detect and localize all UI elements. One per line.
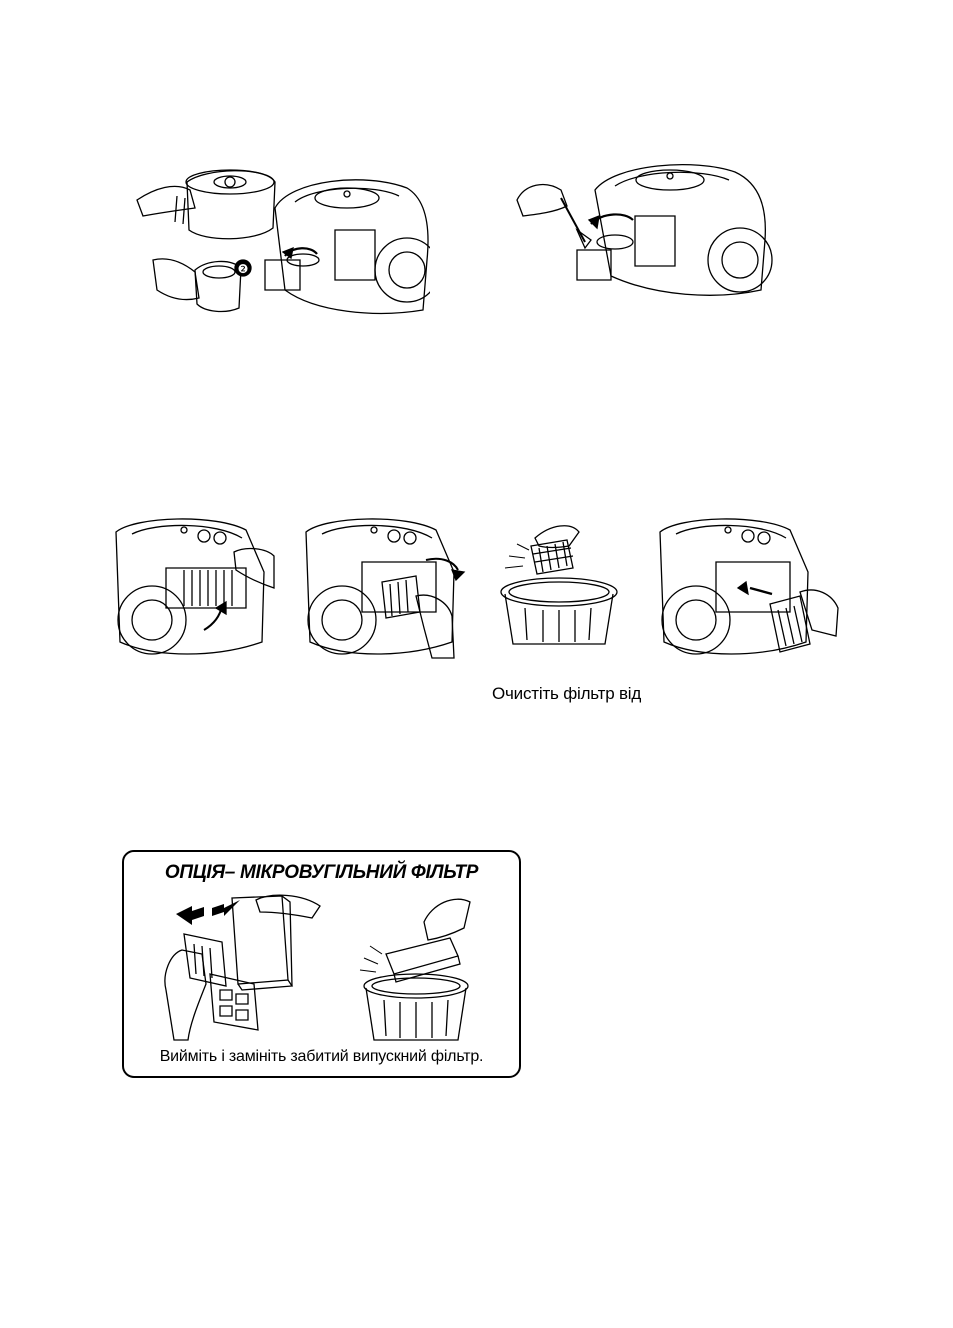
illustration-open-filter-cover (96, 512, 276, 668)
illustration-remove-filter (286, 512, 468, 662)
hand-with-filter-illustration (153, 259, 241, 312)
illustration-remove-dust-container: ❷ (135, 160, 430, 320)
micro-carbon-filter-option-box: ОПЦІЯ– МІКРОВУГІЛЬНИЙ ФІЛЬТР (122, 850, 521, 1078)
hand-illustration (800, 590, 838, 636)
step-two-marker: ❷ (235, 260, 251, 276)
illustration-insert-filter (650, 512, 840, 662)
vacuum-cleaner-illustration (577, 165, 772, 296)
vacuum-cleaner-illustration (306, 519, 454, 654)
filter-illustration (232, 896, 292, 990)
filter-illustration (505, 540, 573, 574)
clean-filter-caption: Очистіть фільтр від (492, 684, 641, 704)
arrow-icon (176, 900, 240, 925)
illustration-clean-filter-over-bin (495, 518, 625, 646)
vacuum-cleaner-illustration (660, 519, 808, 654)
dust-container-illustration (186, 170, 275, 239)
arrow-icon (204, 602, 226, 630)
hand-illustration (416, 595, 454, 658)
vacuum-cleaner-illustration (116, 519, 264, 654)
hand-illustration (424, 899, 470, 940)
option-box-title: ОПЦІЯ– МІКРОВУГІЛЬНИЙ ФІЛЬТР (124, 862, 519, 884)
illustration-discard-filter (354, 894, 484, 1044)
vacuum-cleaner-illustration (265, 180, 430, 314)
trash-can-illustration (501, 578, 617, 644)
hand-illustration (517, 185, 591, 248)
hand-illustration (137, 186, 195, 224)
svg-text:❷: ❷ (238, 262, 249, 276)
trash-can-illustration (364, 974, 468, 1040)
illustration-replace-filter-cartridge (162, 894, 332, 1044)
arrow-icon (738, 582, 772, 594)
illustration-clean-inside (515, 150, 780, 310)
option-box-caption: Вийміть і замініть забитий випускний філ… (124, 1048, 519, 1066)
filter-frame-illustration (184, 934, 258, 1030)
